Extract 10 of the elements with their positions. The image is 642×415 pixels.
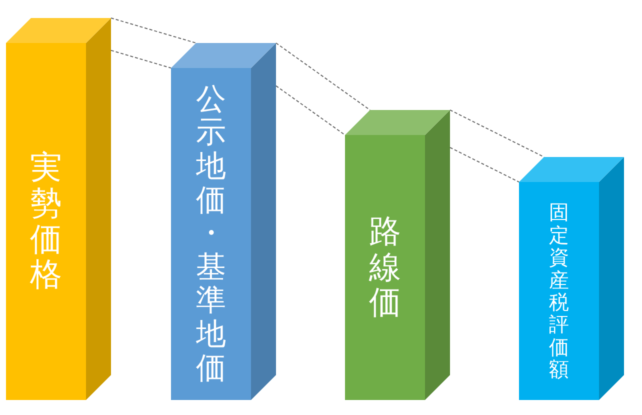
- bar-label: 公示地価・基準地価: [196, 82, 226, 386]
- bar-label: 固定資産税評価額: [549, 201, 569, 381]
- dashed-line: [110, 50, 172, 68]
- dashed-line: [276, 85, 346, 136]
- bar-label: 路線価: [369, 214, 401, 322]
- dashed-line: [110, 18, 196, 44]
- bar-label: 実勢価格: [30, 150, 62, 294]
- dashed-line: [276, 42, 370, 110]
- dashed-line: [450, 110, 544, 158]
- dashed-line: [450, 147, 520, 182]
